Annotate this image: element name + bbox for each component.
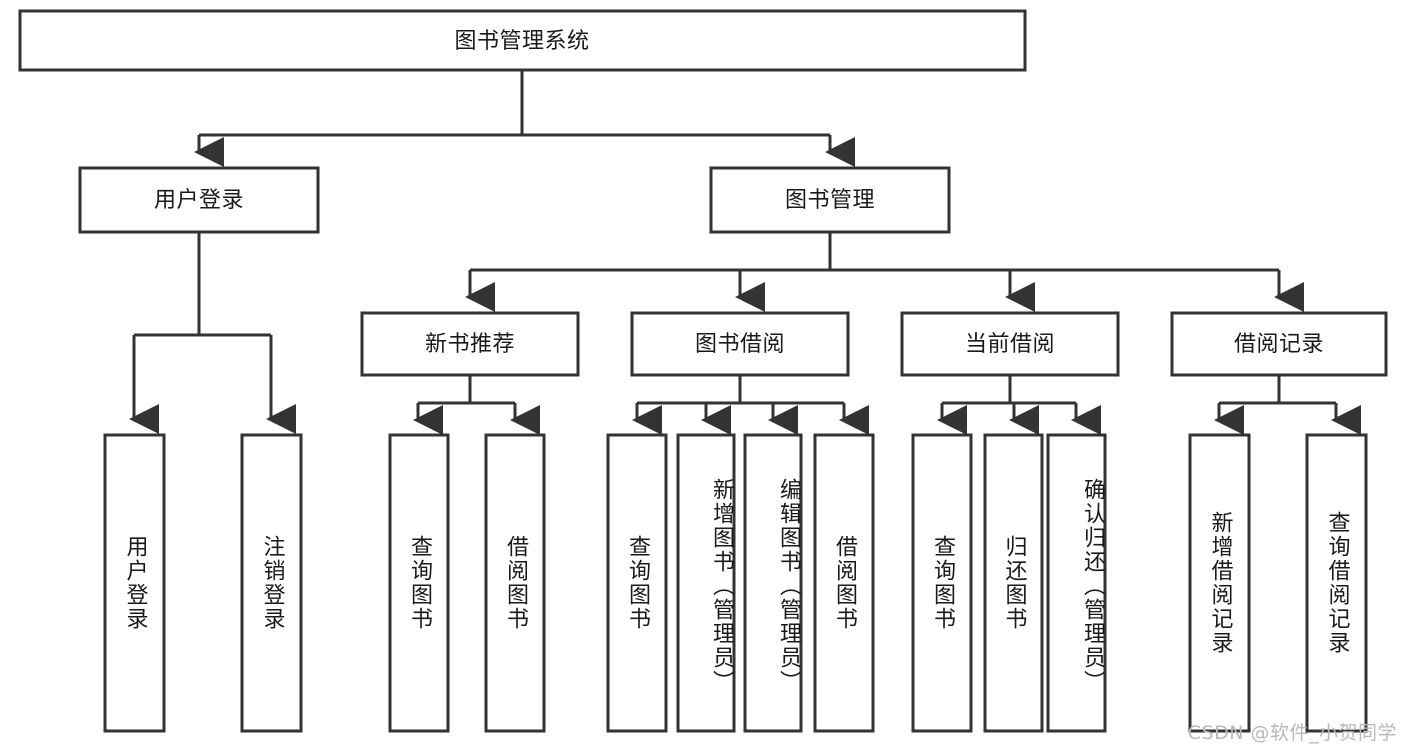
- node-leaf-user-login[interactable]: [103, 433, 166, 733]
- node-book-borrow[interactable]: 图书借阅: [630, 311, 850, 377]
- node-leaf-return-book[interactable]: [983, 433, 1044, 733]
- node-new-book-recommend[interactable]: 新书推荐: [360, 311, 580, 377]
- node-leaf-query-record[interactable]: [1305, 433, 1368, 733]
- node-leaf-borrow-book-1[interactable]: [484, 433, 546, 733]
- node-leaf-query-book-1[interactable]: [388, 433, 450, 733]
- node-root[interactable]: 图书管理系统: [18, 9, 1027, 72]
- connector-newbook-to-leaves: [413, 375, 540, 435]
- node-leaf-query-book-3[interactable]: [911, 433, 973, 733]
- node-book-management[interactable]: 图书管理: [709, 166, 951, 234]
- connector-userlogin-to-leaves: [129, 232, 296, 434]
- node-leaf-query-book-2[interactable]: [606, 433, 668, 733]
- csdn-watermark: CSDN @软件_小贺同学: [1187, 722, 1397, 744]
- node-borrow-record[interactable]: 借阅记录: [1170, 311, 1388, 377]
- node-new-book-recommend-label: 新书推荐: [425, 332, 515, 357]
- node-current-borrow[interactable]: 当前借阅: [900, 311, 1120, 377]
- node-root-label: 图书管理系统: [454, 29, 589, 54]
- connector-borrowrecord-to-leaves: [1214, 375, 1361, 435]
- node-user-login[interactable]: 用户登录: [78, 166, 320, 234]
- node-leaf-logout-login[interactable]: [240, 433, 303, 733]
- node-book-management-label: 图书管理: [785, 188, 875, 213]
- node-leaf-borrow-book-2[interactable]: [813, 433, 875, 733]
- connector-bookborrow-to-leaves: [632, 375, 869, 435]
- node-leaf-add-record[interactable]: [1188, 433, 1251, 733]
- node-book-borrow-label: 图书借阅: [695, 332, 785, 357]
- connector-root-to-level2: [194, 70, 855, 167]
- connector-bookmgmt-to-level3: [465, 232, 1304, 312]
- node-leaf-edit-book[interactable]: [743, 433, 803, 733]
- node-user-login-label: 用户登录: [154, 188, 244, 213]
- node-current-borrow-label: 当前借阅: [965, 332, 1055, 357]
- node-leaf-add-book[interactable]: [676, 433, 736, 733]
- node-borrow-record-label: 借阅记录: [1234, 332, 1324, 357]
- node-leaf-confirm-return[interactable]: [1046, 433, 1107, 733]
- connector-currentborrow-to-leaves: [937, 375, 1101, 435]
